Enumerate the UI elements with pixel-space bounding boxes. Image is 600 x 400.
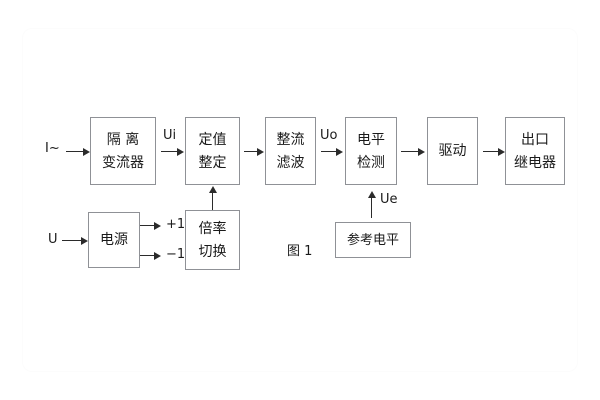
rail-line-negative-12v [140,255,156,256]
arrow-line-drive-to-relay [483,151,499,152]
block-output-relay-line2: 继电器 [514,154,556,171]
label-signal-ui: Ui [163,128,177,143]
block-level-detect: 电平 检测 [345,117,397,185]
block-setting-adjust-line2: 整定 [198,154,227,171]
arrow-line-input-to-isolation [66,151,84,152]
arrow-head-input-to-isolation [83,148,90,156]
arrow-head-reference-to-level [368,191,376,198]
label-signal-ue: Ue [380,192,398,207]
label-current-input: I~ [45,141,60,156]
label-voltage-input: U [48,232,58,247]
block-output-relay: 出口 继电器 [505,117,565,185]
rail-arrow-positive-12v [154,222,161,230]
block-drive-line1: 驱动 [438,143,467,159]
arrow-line-reference-to-level [371,196,372,218]
block-multiplier-switch-line2: 切换 [198,243,227,260]
block-power-supply: 电源 [88,212,140,268]
arrow-head-multiplier-to-setting [209,186,217,193]
block-multiplier-switch: 倍率 切换 [185,210,240,270]
arrow-head-level-to-drive [418,148,425,156]
block-setting-adjust-line1: 定值 [198,131,227,148]
arrow-line-rectify-to-level [321,151,337,152]
block-setting-adjust: 定值 整定 [185,117,240,185]
block-level-detect-line2: 检测 [357,154,385,171]
block-isolation-transformer-line2: 变流器 [102,154,144,171]
arrow-line-multiplier-to-setting [212,190,213,210]
arrow-head-rectify-to-level [336,148,343,156]
arrow-line-setting-to-rectify [244,151,258,152]
block-reference-level: 参考电平 [335,222,411,258]
arrow-head-drive-to-relay [498,148,505,156]
arrow-line-input-to-power [62,240,82,241]
diagram-frame [22,28,578,372]
arrow-head-setting-to-rectify [257,148,264,156]
block-output-relay-line1: 出口 [521,131,549,148]
rail-line-positive-12v [140,225,156,226]
label-signal-uo: Uo [320,128,338,143]
block-rectify-filter-line2: 滤波 [276,154,305,171]
arrow-line-isolation-to-setting [161,151,178,152]
block-isolation-transformer: 隔 离 变流器 [90,117,156,185]
block-level-detect-line1: 电平 [357,131,385,148]
figure-caption: 图 1 [287,244,313,259]
block-multiplier-switch-line1: 倍率 [198,220,227,237]
rail-arrow-negative-12v [154,252,161,260]
block-rectify-filter: 整流 滤波 [265,117,316,185]
block-rectify-filter-line1: 整流 [276,131,305,148]
block-drive: 驱动 [427,117,478,185]
arrow-head-input-to-power [81,237,88,245]
block-isolation-transformer-line1: 隔 离 [106,131,140,148]
arrow-head-isolation-to-setting [177,148,184,156]
block-power-supply-line1: 电源 [100,232,128,248]
block-reference-level-line1: 参考电平 [346,232,399,248]
arrow-line-level-to-drive [401,151,418,152]
